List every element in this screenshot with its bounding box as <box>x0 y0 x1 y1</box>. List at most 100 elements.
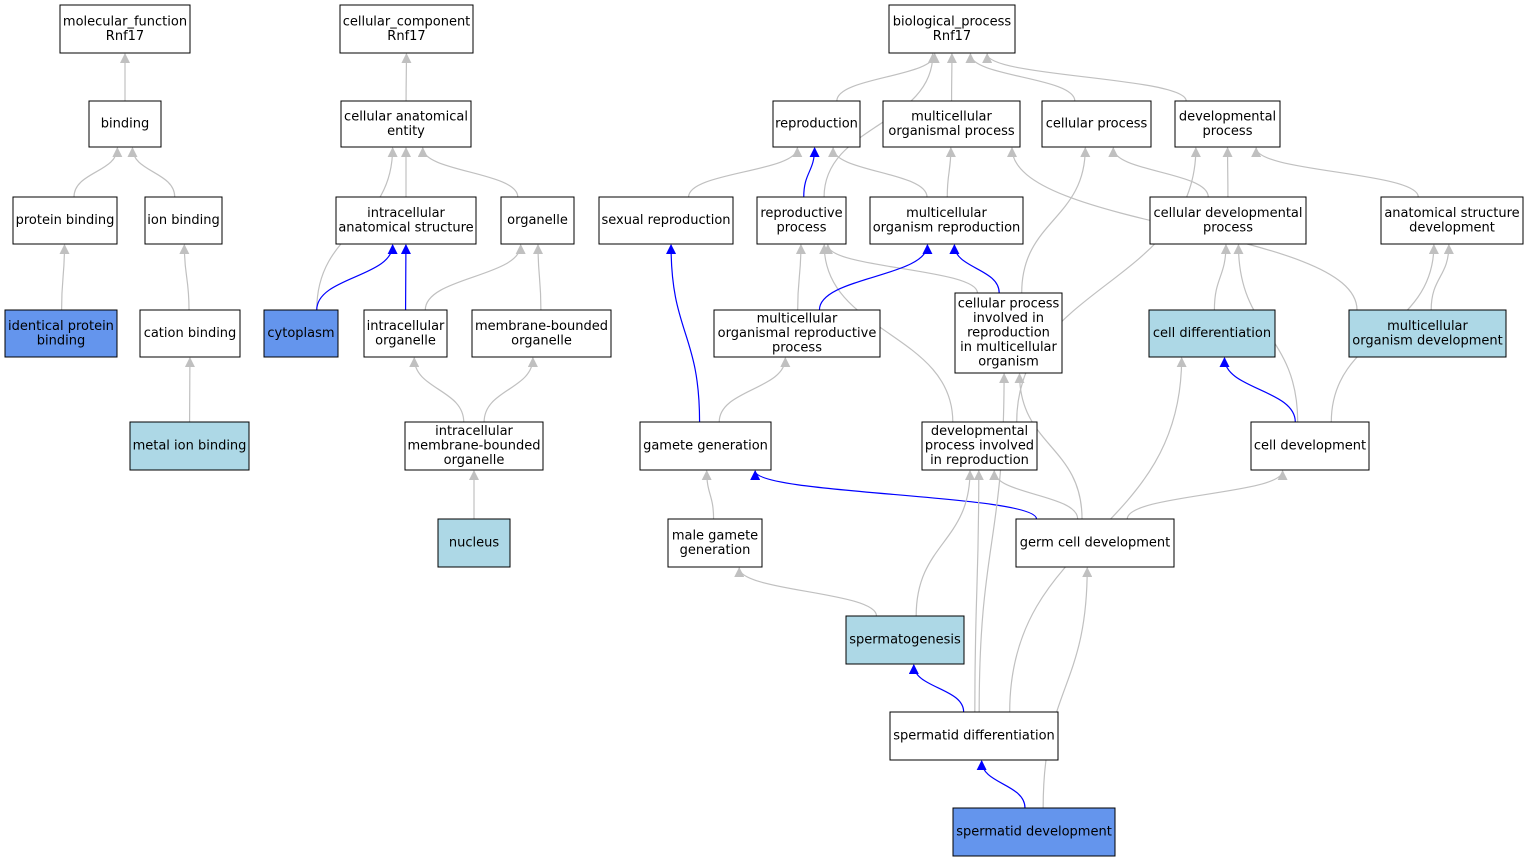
node-box <box>954 292 1063 374</box>
node-box <box>437 518 511 568</box>
edge-line <box>1213 244 1231 311</box>
node-cell-diff[interactable]: cell differentiation <box>1148 309 1276 358</box>
edge-protein-binding-to-binding <box>73 147 123 198</box>
node-label-line: reproductive <box>760 206 842 221</box>
edge-line <box>823 53 938 198</box>
node-germ-cell-dev[interactable]: germ cell development <box>1015 518 1175 568</box>
edges-layer <box>59 53 1454 809</box>
node-cation-binding[interactable]: cation binding <box>139 309 241 358</box>
node-label-line: molecular_function <box>63 14 187 29</box>
edge-line <box>1014 373 1083 520</box>
edge-line <box>424 244 526 311</box>
node-cytoplasm[interactable]: cytoplasm <box>263 309 339 358</box>
node-nucleus[interactable]: nucleus <box>437 518 511 568</box>
edge-line <box>973 470 984 713</box>
node-cell-dev[interactable]: cell development <box>1250 421 1370 471</box>
node-label-line: membrane-bounded <box>475 319 608 334</box>
node-box <box>340 100 472 148</box>
edge-spermatid-dev-to-germ-cell-dev <box>1042 567 1093 809</box>
node-binding[interactable]: binding <box>88 100 162 148</box>
node-box <box>1041 100 1152 148</box>
node-spermatid-diff[interactable]: spermatid differentiation <box>889 711 1059 761</box>
node-reproduction[interactable]: reproduction <box>772 100 861 148</box>
node-label-line: protein binding <box>16 213 115 228</box>
node-label-line: Rnf17 <box>106 29 144 44</box>
edge-imbo-to-mbo <box>483 357 538 423</box>
edge-line <box>73 147 123 198</box>
node-label-line: entity <box>387 124 425 139</box>
edge-ion-binding-to-binding <box>127 147 176 198</box>
node-box <box>1015 518 1175 568</box>
edge-line <box>1042 567 1093 809</box>
node-label-line: cation binding <box>144 326 237 341</box>
node-label-line: multicellular <box>911 109 992 124</box>
node-metal-ion-binding[interactable]: metal ion binding <box>129 421 250 471</box>
node-box <box>952 807 1116 857</box>
node-label-line: involved in <box>973 311 1044 326</box>
edge-line <box>666 244 701 423</box>
edge-cellular-process-to-bp <box>965 53 1076 102</box>
node-box <box>1348 309 1507 358</box>
node-label-line: process <box>772 341 822 356</box>
node-sexual-reproduction[interactable]: sexual reproduction <box>598 196 734 245</box>
edge-germ-cell-dev-to-gamete-gen <box>750 470 1038 520</box>
edge-imbo-to-io <box>409 357 465 423</box>
edge-line <box>908 664 965 713</box>
node-box <box>471 309 612 358</box>
node-box <box>4 309 118 358</box>
edge-line <box>1251 147 1419 198</box>
edge-reproduction-to-bp <box>836 53 940 102</box>
node-gamete-gen[interactable]: gamete generation <box>639 421 772 471</box>
node-spermatogenesis[interactable]: spermatogenesis <box>845 615 965 665</box>
node-organelle[interactable]: organelle <box>500 196 575 245</box>
node-label-line: multicellular <box>906 206 987 221</box>
node-label-line: in reproduction <box>930 453 1029 468</box>
edge-spermatogenesis-to-dpir <box>915 470 975 617</box>
node-box <box>12 196 118 245</box>
edge-sexual-reproduction-to-reproduction <box>687 147 803 198</box>
node-label-line: reproduction <box>775 117 858 132</box>
node-cellular-process[interactable]: cellular process <box>1041 100 1152 148</box>
node-box <box>869 196 1024 245</box>
node-label-line: organelle <box>507 213 568 228</box>
edge-cpir-to-mor <box>949 244 1000 294</box>
edge-line <box>915 470 975 617</box>
node-label-line: sexual reproduction <box>601 213 730 228</box>
edge-line <box>1219 357 1296 423</box>
node-ion-binding[interactable]: ion binding <box>144 196 223 245</box>
node-label-line: organismal reproductive <box>718 326 877 341</box>
node-label-line: Rnf17 <box>933 29 971 44</box>
edge-line <box>1021 147 1091 294</box>
edge-spermatid-diff-to-dpir <box>973 470 984 713</box>
node-box <box>845 615 965 665</box>
node-box <box>139 309 241 358</box>
node-label-line: identical protein <box>8 319 114 334</box>
node-spermatid-dev[interactable]: spermatid development <box>952 807 1116 857</box>
edge-cpir-to-repro-process <box>822 244 979 294</box>
node-protein-binding[interactable]: protein binding <box>12 196 118 245</box>
edge-mbo-to-organelle <box>533 244 544 311</box>
edge-line <box>179 244 190 311</box>
edge-morp-to-mor <box>818 244 933 311</box>
